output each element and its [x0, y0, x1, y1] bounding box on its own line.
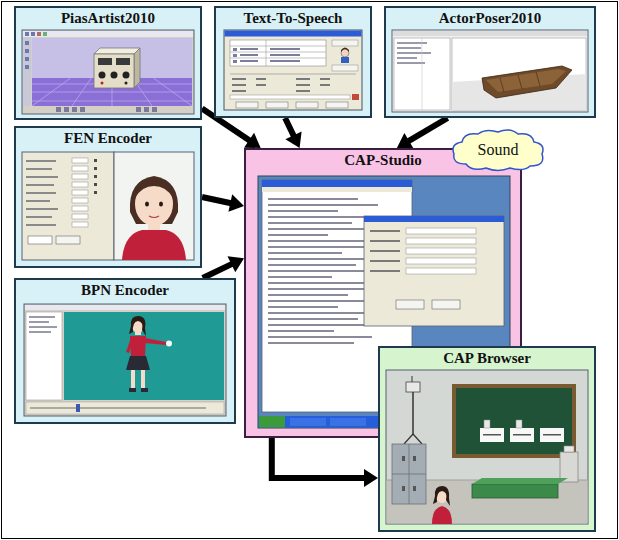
arrow-head — [397, 133, 414, 148]
tool-box: FEN Encoder — [14, 126, 202, 268]
screenshot — [16, 128, 200, 266]
tool-box: BPN Encoder — [14, 278, 236, 424]
screenshot — [16, 280, 234, 422]
arrow-head — [364, 469, 378, 487]
box-title: CAP Browser — [443, 349, 531, 367]
box-title: Text-To-Speech — [244, 9, 343, 27]
arrow-shaft — [407, 118, 447, 142]
arrow-shaft — [203, 263, 233, 278]
arrow-connector — [397, 118, 448, 149]
arrow-connector — [285, 118, 302, 148]
box-title: ActorPoser2010 — [439, 9, 541, 27]
arrow-connector — [272, 438, 378, 487]
arrow-shaft — [272, 438, 366, 478]
cloud-label: Sound — [478, 128, 519, 172]
tool-box: Text-To-Speech — [214, 6, 372, 118]
box-title: FEN Encoder — [64, 129, 152, 147]
tool-box: PiasArtist2010 — [14, 6, 202, 120]
screenshot — [380, 348, 594, 530]
arrow-head — [227, 256, 244, 272]
box-title: PiasArtist2010 — [61, 9, 155, 27]
arrow-shaft — [285, 118, 294, 137]
speech-cloud: Sound — [448, 128, 548, 172]
arrow-connector — [203, 256, 244, 278]
box-title: BPN Encoder — [81, 281, 169, 299]
arrow-connector — [202, 194, 244, 212]
arrow-head — [244, 133, 261, 148]
arrow-head — [285, 131, 301, 148]
arrow-shaft — [202, 197, 232, 203]
output-box: CAP Browser — [378, 346, 596, 532]
arrow-head — [228, 194, 244, 212]
tool-box: ActorPoser2010 — [384, 6, 596, 118]
box-title: CAP-Studio — [344, 151, 422, 169]
